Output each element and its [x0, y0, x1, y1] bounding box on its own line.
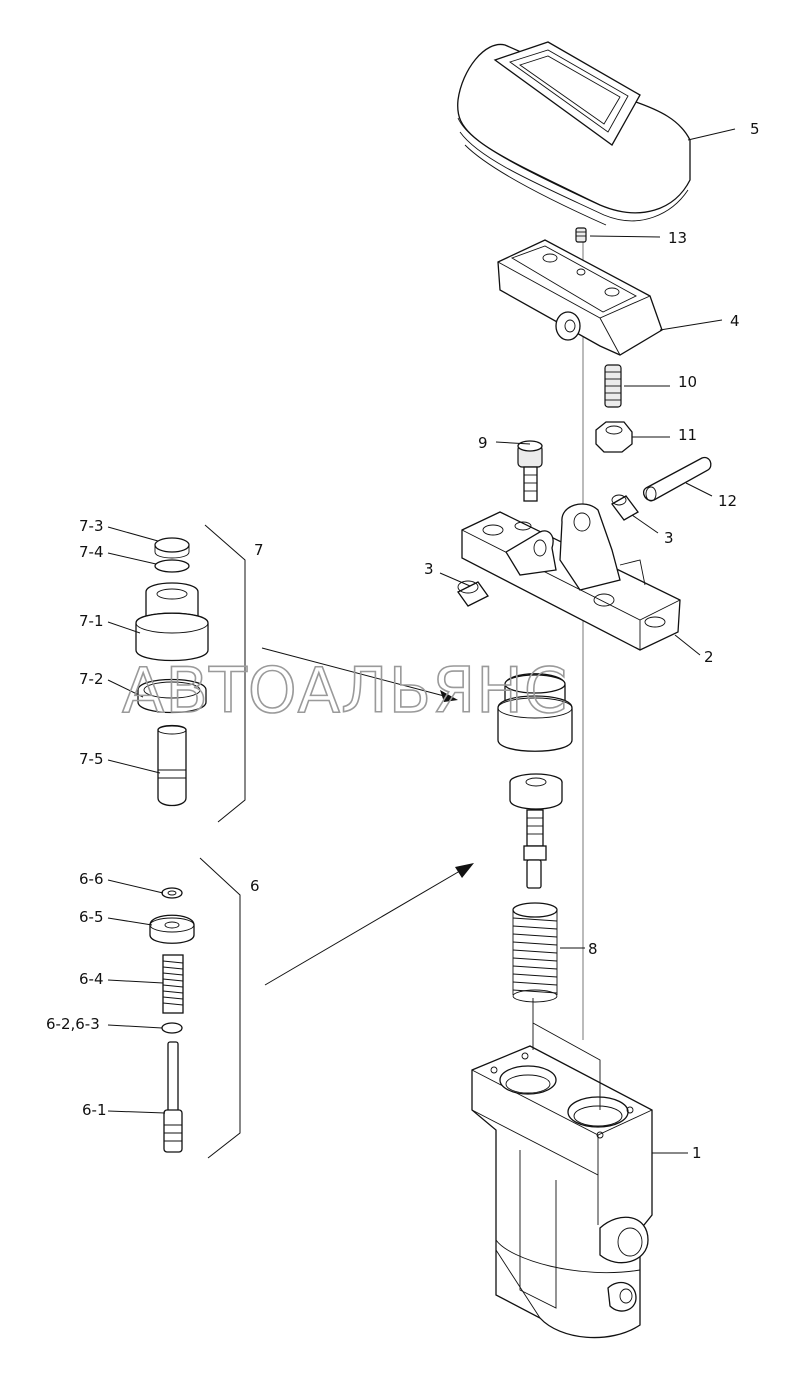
callout-12: 12 [718, 492, 737, 510]
part-9-bolt [517, 440, 543, 502]
part-2-base-plate [461, 503, 681, 651]
callout-5: 5 [750, 120, 760, 138]
part-5-boot [457, 41, 691, 226]
assembly-arrows [261, 647, 601, 1110]
part-3-bushing-right [611, 494, 639, 521]
part-8-spring [512, 902, 558, 1003]
callout-6-2-6-3: 6-2,6-3 [46, 1015, 100, 1033]
callout-7-1: 7-1 [79, 612, 104, 630]
callout-13: 13 [668, 229, 687, 247]
callout-8: 8 [588, 940, 598, 958]
callout-3-left: 3 [424, 560, 434, 578]
watermark-text: АВТОАЛЬЯНС [122, 654, 568, 727]
assembled-unit-7 [497, 673, 573, 752]
part-1-valve-body [471, 1045, 653, 1339]
callout-7: 7 [254, 541, 264, 559]
callout-labels: 5 13 4 10 11 9 12 3 3 2 8 1 7 6 7-3 7-4 … [46, 120, 760, 1162]
callout-3-right: 3 [664, 529, 674, 547]
part-10-stud [604, 364, 622, 408]
callout-7-5: 7-5 [79, 750, 104, 768]
part-12-pin [642, 456, 712, 502]
callout-2: 2 [704, 648, 714, 666]
callout-7-3: 7-3 [79, 517, 104, 535]
group-6-exploded [149, 857, 241, 1159]
part-3-bushing-left [457, 580, 489, 607]
callout-9: 9 [478, 434, 488, 452]
callout-7-2: 7-2 [79, 670, 104, 688]
callout-7-4: 7-4 [79, 543, 104, 561]
assembled-unit-6 [509, 773, 563, 889]
callout-6-1: 6-1 [82, 1101, 107, 1119]
callout-4: 4 [730, 312, 740, 330]
part-4-bracket [497, 239, 663, 356]
callout-6: 6 [250, 877, 260, 895]
callout-6-5: 6-5 [79, 908, 104, 926]
group-7-exploded [135, 524, 246, 823]
part-11-nut [595, 421, 633, 453]
callout-1: 1 [692, 1144, 702, 1162]
part-13-set-screw [575, 227, 587, 243]
callout-11: 11 [678, 426, 697, 444]
callout-6-4: 6-4 [79, 970, 104, 988]
leader-lines [107, 128, 736, 1154]
callout-6-6: 6-6 [79, 870, 104, 888]
callout-10: 10 [678, 373, 697, 391]
